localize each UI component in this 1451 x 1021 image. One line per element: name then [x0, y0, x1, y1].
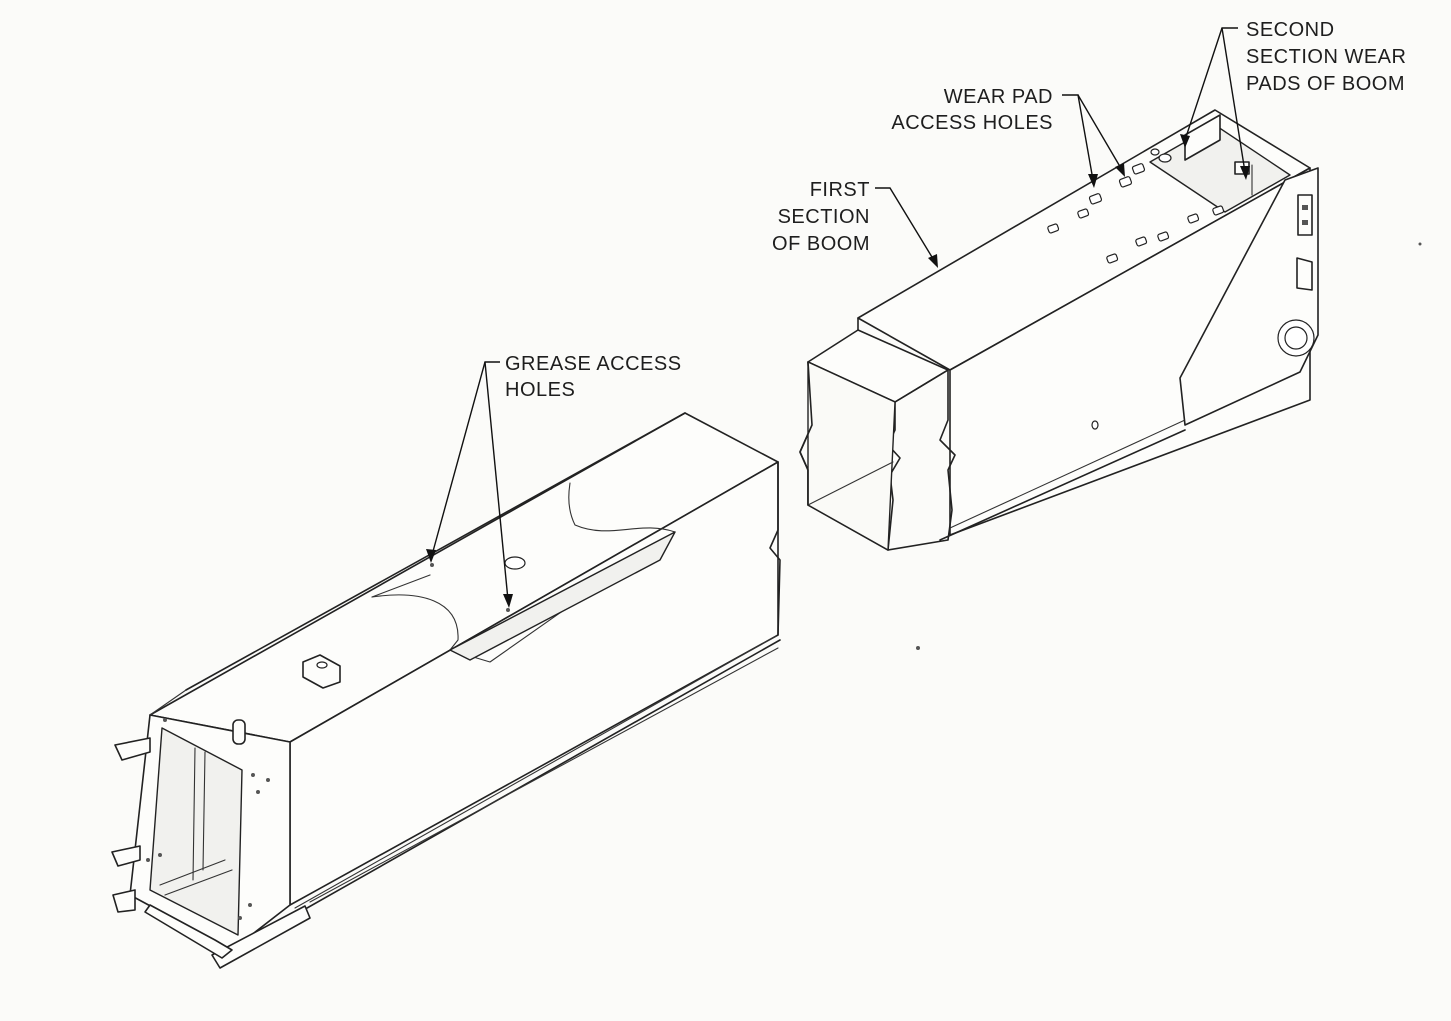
base-end-opening [149, 727, 243, 936]
grease-label-2: HOLES [505, 379, 575, 401]
wear-pad-label-1: WEAR PAD [944, 86, 1053, 108]
first-side-face [949, 167, 1311, 536]
inner-tube-side [887, 369, 956, 551]
leaders [426, 27, 1250, 608]
second-section-label-2: SECTION WEAR [1246, 46, 1406, 68]
top-lug-block [302, 654, 341, 689]
first-section-label-1: FIRST [810, 179, 870, 201]
base-boom-section [111, 412, 781, 969]
first-boom-section [799, 109, 1319, 551]
left-ear-middle [111, 845, 141, 867]
end-plate-connector-upper [1297, 194, 1313, 236]
first-section-label-2: SECTION [778, 206, 870, 228]
first-end-plate [1179, 167, 1319, 426]
second-section-pad-block [1184, 114, 1221, 161]
base-cutaway [371, 482, 676, 663]
wear-pad-holes [1047, 163, 1225, 264]
end-plate-connector-lower [1296, 257, 1313, 291]
first-section-label-3: OF BOOM [772, 233, 870, 255]
base-break-line [769, 461, 781, 636]
left-ear-lower [112, 889, 136, 913]
bottom-rail-front [211, 905, 311, 969]
left-ear-upper [114, 737, 151, 761]
top-pin [232, 719, 246, 745]
wear-pad-label-2: ACCESS HOLES [891, 112, 1053, 134]
bottom-rail-left [144, 904, 233, 959]
grease-label-1: GREASE ACCESS [505, 353, 682, 375]
base-slot [449, 531, 676, 661]
grease-hole [504, 556, 526, 570]
second-section-label-3: PADS OF BOOM [1246, 73, 1405, 95]
callout-labels: SECOND SECTION WEAR PADS OF BOOM WEAR PA… [505, 19, 1406, 401]
second-section-label-1: SECOND [1246, 19, 1335, 41]
